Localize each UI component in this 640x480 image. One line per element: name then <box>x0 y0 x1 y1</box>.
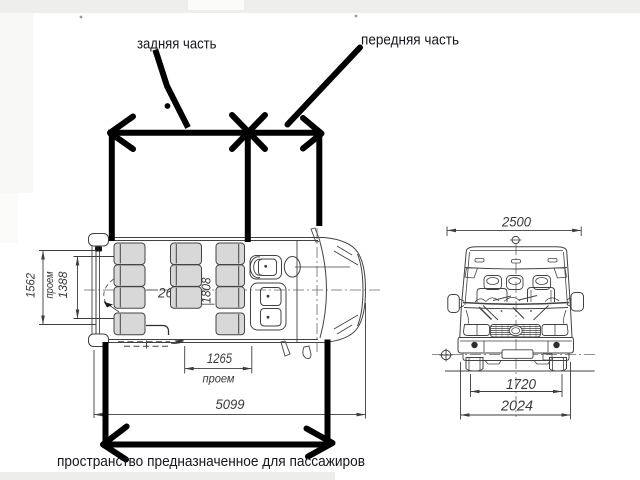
svg-text:5099: 5099 <box>216 397 245 412</box>
svg-text:пространство предназначенное д: пространство предназначенное для пассажи… <box>57 454 365 470</box>
svg-text:задняя часть: задняя часть <box>137 37 217 53</box>
svg-text:1265: 1265 <box>207 351 232 366</box>
svg-text:проем: проем <box>44 271 56 298</box>
svg-text:1388: 1388 <box>56 271 70 298</box>
svg-text:1720: 1720 <box>506 377 536 393</box>
svg-text:2024: 2024 <box>500 399 533 415</box>
svg-text:передняя часть: передняя часть <box>361 33 459 49</box>
svg-text:1562: 1562 <box>24 273 38 298</box>
svg-text:проем: проем <box>203 372 235 386</box>
svg-text:2500: 2500 <box>501 215 531 230</box>
svg-text:1808: 1808 <box>200 277 214 303</box>
svg-text:26: 26 <box>157 286 174 301</box>
